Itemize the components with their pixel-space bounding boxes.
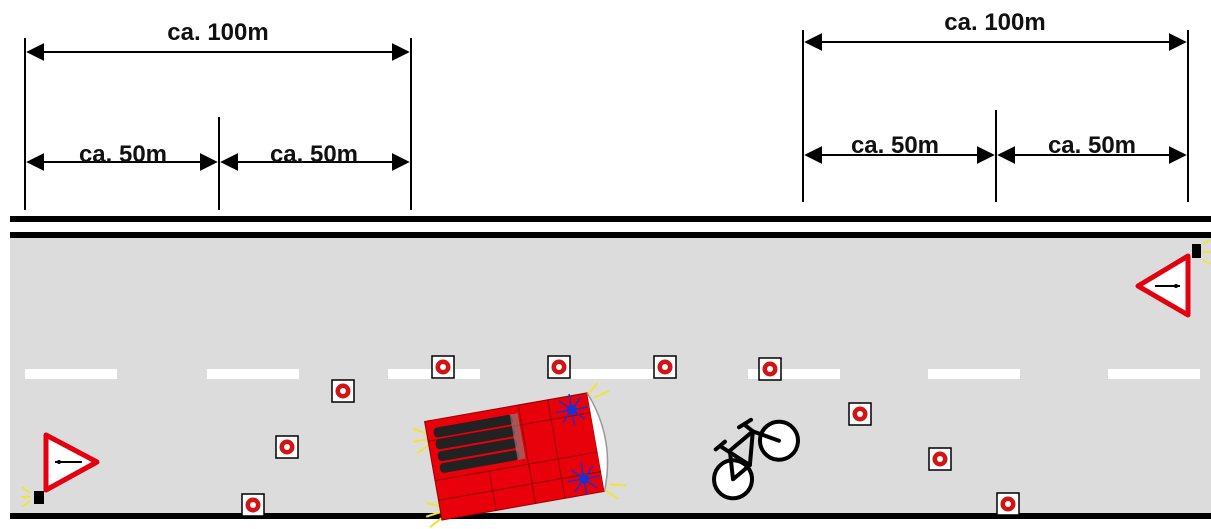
front-flash (586, 382, 626, 500)
traffic-cone-icon (996, 492, 1020, 516)
lane-dash (748, 369, 840, 379)
lamp-icon (34, 491, 44, 504)
triangle-symbol-dot (57, 460, 61, 464)
traffic-cone-icon (653, 355, 677, 379)
truck-windshield (586, 392, 609, 492)
lane-dash (568, 369, 660, 379)
warning-triangle-left (21, 432, 100, 508)
measurement-right (802, 30, 1189, 202)
warning-lamp-right (1192, 239, 1211, 265)
traffic-cone-icon (758, 357, 782, 381)
label-right-half-2: ca. 50m (1048, 132, 1136, 159)
rear-flash (412, 427, 443, 528)
warning-lamp-left (21, 486, 44, 508)
traffic-cone-icon (431, 355, 455, 379)
blue-light-icon (566, 404, 577, 415)
label-left-total: ca. 100m (167, 19, 268, 46)
truck-ladder (433, 413, 526, 473)
traffic-cone-icon (848, 402, 872, 426)
bottom-edge-line (10, 513, 1211, 519)
lane-dash (1108, 369, 1200, 379)
blue-light-top (555, 393, 588, 426)
measurement-left (24, 38, 412, 210)
top-boundary-line (10, 216, 1211, 222)
label-left-half-2: ca. 50m (270, 141, 358, 168)
label-left-half-1: ca. 50m (79, 141, 167, 168)
traffic-cones (241, 355, 1020, 517)
traffic-cone-icon (928, 447, 952, 471)
label-right-half-1: ca. 50m (851, 132, 939, 159)
triangle-symbol-dot (1174, 284, 1178, 288)
blue-light-bottom (568, 462, 600, 495)
fire-truck (412, 382, 626, 528)
lane-dash (207, 369, 299, 379)
traffic-cone-icon (547, 355, 571, 379)
lamp-icon (1192, 244, 1201, 258)
top-edge-line (10, 232, 1211, 238)
traffic-cone-icon (275, 435, 299, 459)
lane-dash (928, 369, 1020, 379)
bicycle-icon (712, 417, 800, 501)
warning-triangle-right (1135, 239, 1211, 318)
lane-dash (25, 369, 117, 379)
blue-light-icon (578, 473, 589, 484)
road (10, 216, 1211, 519)
traffic-cone-icon (241, 493, 265, 517)
label-right-total: ca. 100m (944, 9, 1045, 36)
traffic-cone-icon (331, 379, 355, 403)
